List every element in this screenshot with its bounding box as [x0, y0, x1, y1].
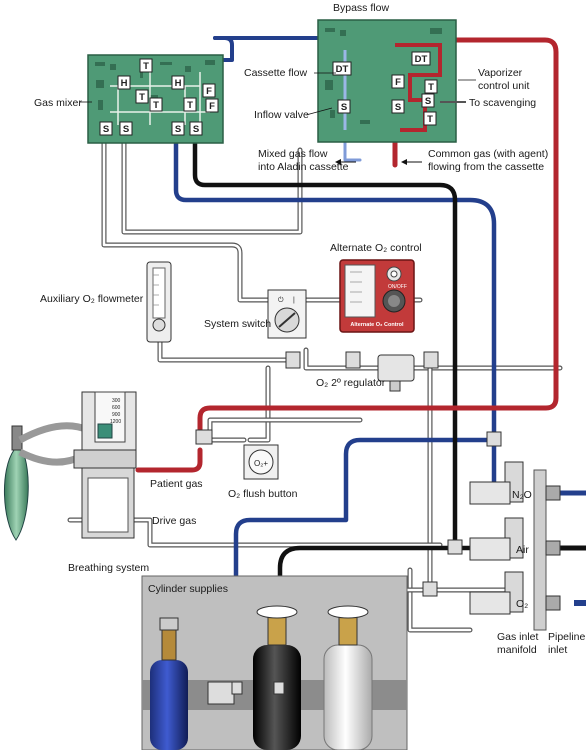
to-scavenging-label: To scavenging — [469, 97, 536, 109]
gas_mixer-component-letter: T — [143, 61, 149, 72]
o2-flush-button-label: O₂ flush button — [228, 488, 298, 500]
vaporizer-component-letter: F — [395, 77, 401, 88]
tee-fittings — [231, 431, 502, 695]
svg-text:O₂+: O₂+ — [254, 459, 268, 468]
gas_mixer-component-letter: H — [175, 78, 182, 89]
vaporizer-control-unit-label-2: control unit — [478, 80, 529, 92]
gas-inlet-manifold — [469, 461, 524, 615]
gas_mixer-component-letter: F — [206, 86, 212, 97]
gas_mixer-component-box — [117, 75, 131, 90]
vaporizer-control-unit-label-1: Vaporizer — [478, 67, 523, 79]
system-switch[interactable]: ⏻ | — [267, 289, 307, 339]
gas_mixer-component-box — [171, 121, 185, 136]
vaporizer-component-letter: S — [395, 102, 401, 113]
breathing-system-label: Breathing system — [68, 562, 149, 574]
vaporizer-component-box — [391, 74, 405, 89]
vaporizer-component-letter: T — [428, 82, 434, 93]
vaporizer-component-letter: T — [427, 114, 433, 125]
alternate-o2-control[interactable]: ON/OFF Alternate O₂ Control — [339, 259, 415, 333]
gas_mixer-component-letter: F — [209, 101, 215, 112]
vaporizer-component-box — [391, 99, 405, 114]
power-icon: ⏻ — [278, 296, 284, 304]
gas_mixer-component-box — [135, 89, 149, 104]
pipeline-inlet-label-1: Pipeline — [548, 631, 586, 643]
svg-text:Alternate O₂ Control: Alternate O₂ Control — [350, 322, 404, 328]
cassette-flow-label: Cassette flow — [244, 67, 307, 79]
gas_mixer-component-box — [139, 58, 153, 73]
o2-regulator-label: O₂ 2º regulator — [316, 377, 386, 389]
n2o-cylinder — [323, 605, 373, 750]
air-inlet-label: Air — [516, 544, 529, 556]
vaporizer-component-box — [424, 79, 438, 94]
vaporizer-component-letter: DT — [415, 54, 428, 65]
gas_mixer-component-letter: H — [121, 78, 128, 89]
gas_mixer-component-box — [171, 75, 185, 90]
gas_mixer-component-letter: S — [103, 124, 109, 135]
bellows-scale: 300 600 900 1200 — [110, 398, 121, 425]
common-gas-label-1: Common gas (with agent) — [428, 148, 548, 160]
air-black-lines — [192, 137, 586, 693]
breathing-system: 300 600 900 1200 — [4, 391, 137, 541]
svg-text:300: 300 — [112, 398, 121, 404]
svg-text:900: 900 — [112, 412, 121, 418]
gas-mixer-label: Gas mixer — [34, 97, 82, 109]
o2-flush-button[interactable]: O₂+ — [195, 429, 279, 480]
gas-inlet-manifold-label-1: Gas inlet — [497, 631, 539, 643]
gas_mixer-component-letter: S — [175, 124, 181, 135]
gas_mixer-component-letter: S — [193, 124, 199, 135]
gas_mixer-component-box — [99, 121, 113, 136]
gas_mixer-component-letter: T — [153, 100, 159, 111]
bypass-flow-label: Bypass flow — [333, 2, 389, 14]
pipeline-inlet-label-2: inlet — [548, 644, 567, 656]
common-gas-label-2: flowing from the cassette — [428, 161, 544, 173]
vaporizer-component-letter: S — [341, 102, 347, 113]
patient-gas-label: Patient gas — [150, 478, 203, 490]
vaporizer-component-box — [423, 111, 437, 126]
drive-gas-label: Drive gas — [152, 515, 196, 527]
alternate-o2-control-label: Alternate O₂ control — [330, 242, 422, 254]
inflow-valve-label: Inflow valve — [254, 109, 309, 121]
auxiliary-o2-flowmeter[interactable] — [146, 261, 172, 343]
svg-text:1200: 1200 — [110, 419, 121, 425]
pipeline-inlets — [533, 469, 586, 631]
gas_mixer-component-box — [202, 83, 216, 98]
cylinder-supplies-label: Cylinder supplies — [148, 583, 228, 595]
inflow-valve-leader — [305, 107, 333, 116]
gas_mixer-component-letter: T — [187, 100, 193, 111]
system-switch-label: System switch — [204, 318, 271, 330]
gas_mixer-component-box — [119, 121, 133, 136]
vaporizer-component-box — [332, 61, 352, 76]
gas_mixer-component-box — [183, 97, 197, 112]
vaporizer-component-letter: DT — [336, 64, 349, 75]
cylinder-yoke — [207, 681, 235, 705]
air-cylinder — [253, 605, 301, 750]
vaporizer-component-box — [411, 51, 431, 66]
gas_mixer-component-box — [149, 97, 163, 112]
o2-second-stage-regulator — [285, 351, 439, 392]
n2o-inlet-label: N₂O — [512, 489, 532, 501]
vaporizer-component-box — [421, 93, 435, 108]
o2-inlet-label: O₂ — [516, 598, 528, 610]
svg-text:|: | — [293, 297, 295, 304]
gas-inlet-manifold-label-2: manifold — [497, 644, 537, 656]
svg-text:600: 600 — [112, 405, 121, 411]
gas_mixer-component-letter: S — [123, 124, 129, 135]
o2-cylinder — [150, 617, 188, 750]
auxiliary-o2-flowmeter-label: Auxiliary O₂ flowmeter — [40, 293, 144, 305]
mixed-gas-flow-label-1: Mixed gas flow — [258, 148, 328, 160]
gas_mixer-component-letter: T — [139, 92, 145, 103]
svg-text:ON/OFF: ON/OFF — [388, 284, 407, 290]
gas_mixer-component-box — [189, 121, 203, 136]
vaporizer-component-letter: S — [425, 96, 431, 107]
mixed-gas-flow-label-2: into Aladin cassette — [258, 161, 349, 173]
vaporizer-component-box — [337, 99, 351, 114]
gas_mixer-component-box — [205, 98, 219, 113]
